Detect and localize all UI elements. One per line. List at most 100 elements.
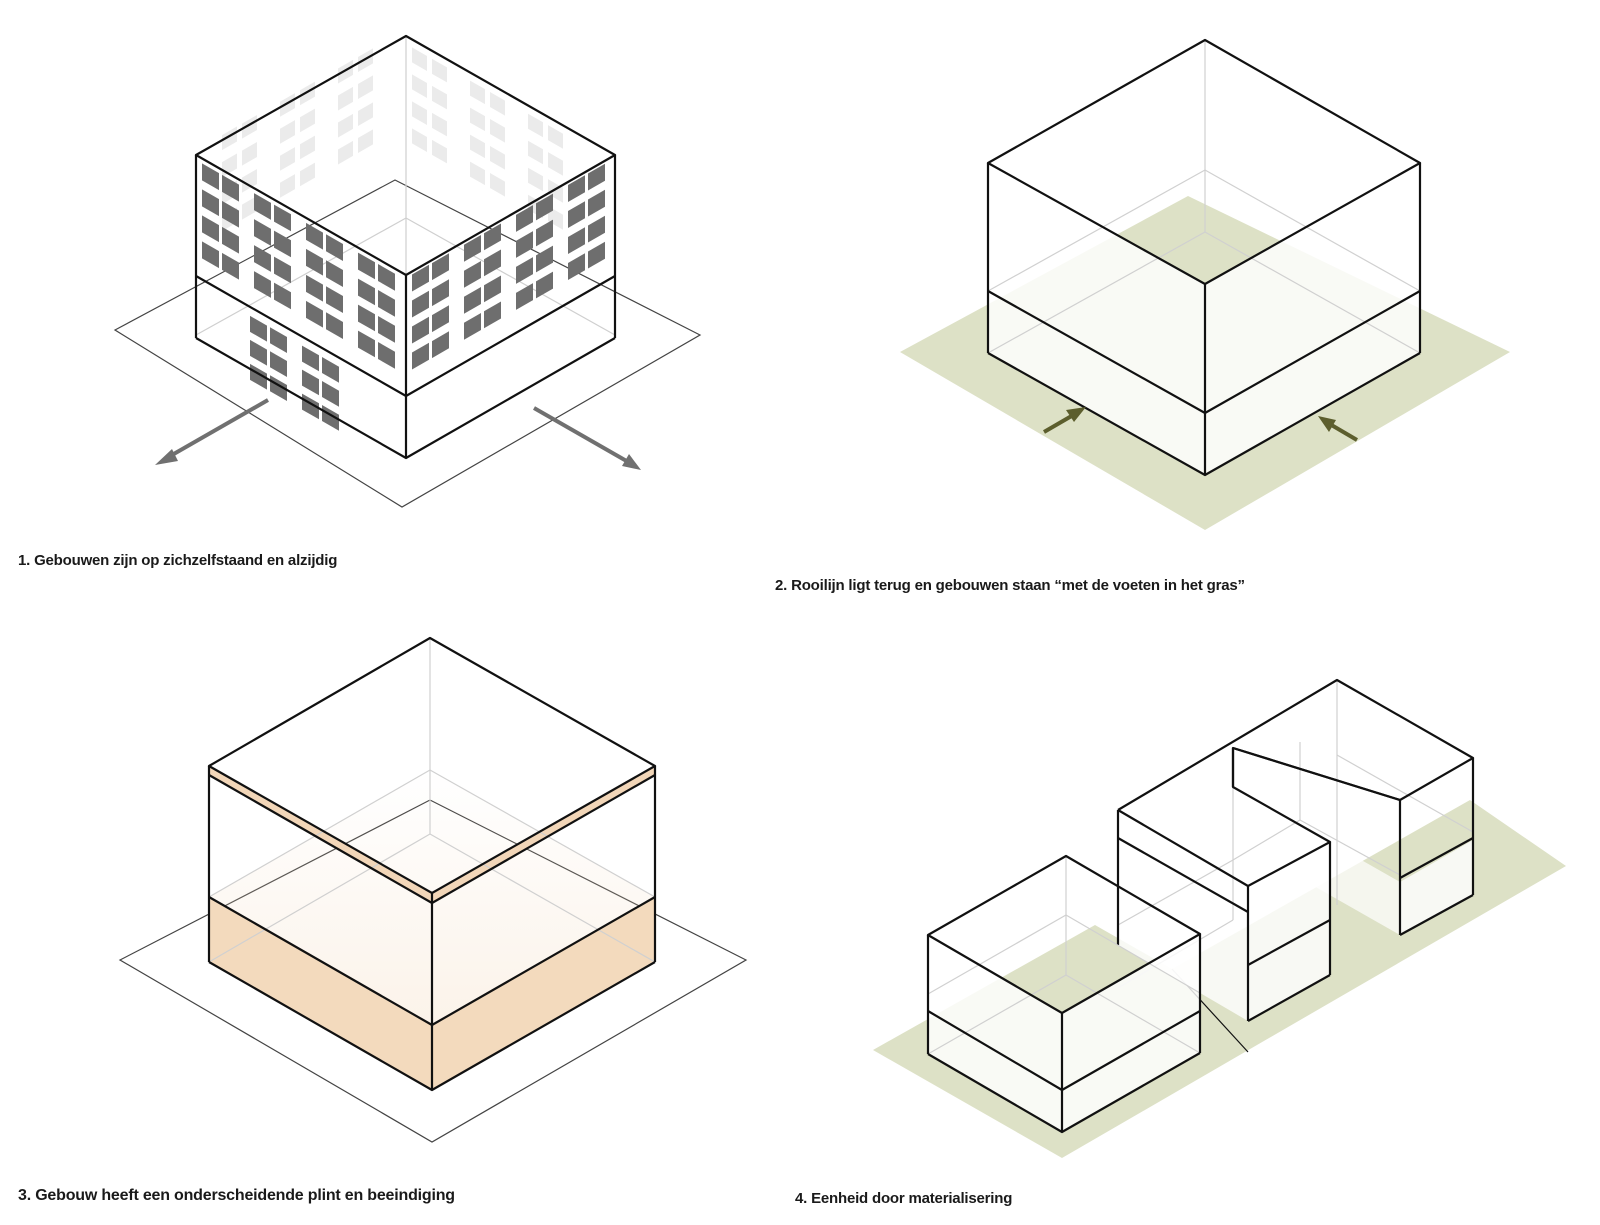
window-dark [536, 271, 553, 299]
window-dark [412, 264, 429, 292]
window-dark [306, 274, 323, 302]
window-dark [222, 174, 239, 202]
window-dark [432, 331, 449, 359]
window-dark [202, 215, 219, 243]
window-dark [464, 260, 481, 288]
window-light [528, 167, 543, 192]
plinth-left-face [209, 897, 432, 1090]
window-dark [358, 252, 375, 280]
window-dark [568, 253, 585, 280]
caption-3: 3. Gebouw heeft een onderscheidende plin… [18, 1187, 455, 1204]
window-dark [588, 215, 605, 243]
window-light [358, 102, 373, 126]
outward-arrows [155, 398, 641, 470]
window-light [280, 174, 295, 198]
front-facade-windows [202, 163, 605, 431]
window-light [338, 86, 353, 111]
window-light [412, 47, 427, 71]
window-dark [536, 193, 553, 221]
window-light [338, 140, 353, 165]
window-dark [254, 219, 271, 246]
window-dark [270, 327, 287, 353]
window-dark [358, 304, 375, 332]
window-dark [464, 234, 481, 262]
window-dark [378, 264, 395, 291]
window-dark [536, 219, 553, 247]
caption-1: 1. Gebouwen zijn op zichzelfstaand en al… [18, 552, 338, 569]
hidden-edges [208, 638, 656, 963]
window-dark [358, 278, 375, 306]
window-dark [202, 241, 219, 269]
window-dark [378, 290, 395, 317]
window-dark [306, 222, 323, 250]
box-right-face [1205, 163, 1420, 475]
window-dark [306, 300, 323, 328]
window-dark [358, 330, 375, 358]
hidden-edges [195, 36, 616, 336]
diagram-2-setback-in-grass [900, 38, 1510, 530]
window-dark [302, 369, 319, 396]
window-light [432, 58, 447, 83]
window-light [222, 126, 237, 151]
window-light [300, 108, 315, 133]
window-light [470, 134, 485, 159]
window-light [358, 129, 373, 153]
window-light [470, 80, 485, 105]
window-light [242, 195, 257, 220]
window-dark [568, 227, 585, 254]
window-light [490, 119, 505, 143]
hidden-edges [987, 40, 1421, 354]
window-dark [322, 381, 339, 407]
window-dark [536, 245, 553, 273]
window-dark [412, 290, 429, 318]
window-dark [254, 193, 271, 220]
back-block [1116, 678, 1475, 1022]
window-dark [326, 260, 343, 287]
window-dark [202, 189, 219, 217]
window-light [432, 85, 447, 110]
window-light [432, 112, 447, 137]
window-light [412, 74, 427, 98]
window-dark [464, 312, 481, 340]
window-dark [326, 286, 343, 313]
window-dark [588, 189, 605, 217]
window-light [300, 162, 315, 187]
window-dark [516, 205, 533, 232]
window-dark [254, 245, 271, 272]
window-dark [484, 223, 501, 251]
window-light [412, 128, 427, 152]
caption-4: 4. Eenheid door materialisering [795, 1190, 1013, 1207]
window-light [470, 161, 485, 186]
caption-2: 2. Rooilijn ligt terug en gebouwen staan… [775, 577, 1245, 594]
front-block [926, 854, 1202, 1134]
window-light [548, 206, 563, 230]
window-dark [250, 339, 267, 366]
window-dark [464, 286, 481, 314]
window-dark [432, 253, 449, 281]
window-light [242, 141, 257, 166]
window-dark [568, 175, 585, 202]
window-light [338, 59, 353, 84]
box-outline [986, 38, 1422, 477]
window-light [490, 146, 505, 170]
window-dark [432, 305, 449, 333]
window-dark [432, 279, 449, 307]
plinth-right-face [432, 897, 655, 1090]
window-light [548, 152, 563, 176]
window-dark [326, 312, 343, 339]
window-dark [412, 316, 429, 344]
window-dark [302, 345, 319, 372]
window-dark [202, 163, 219, 191]
window-light [528, 113, 543, 138]
box-outline [207, 636, 657, 1092]
window-dark [588, 241, 605, 269]
diagram-1-freestanding-building [113, 34, 702, 508]
window-dark [484, 275, 501, 303]
window-light [280, 120, 295, 144]
window-dark [378, 342, 395, 369]
window-light [490, 92, 505, 116]
window-dark [270, 351, 287, 377]
window-dark [484, 249, 501, 277]
window-light [432, 139, 447, 164]
setback-arrows [1042, 407, 1359, 442]
